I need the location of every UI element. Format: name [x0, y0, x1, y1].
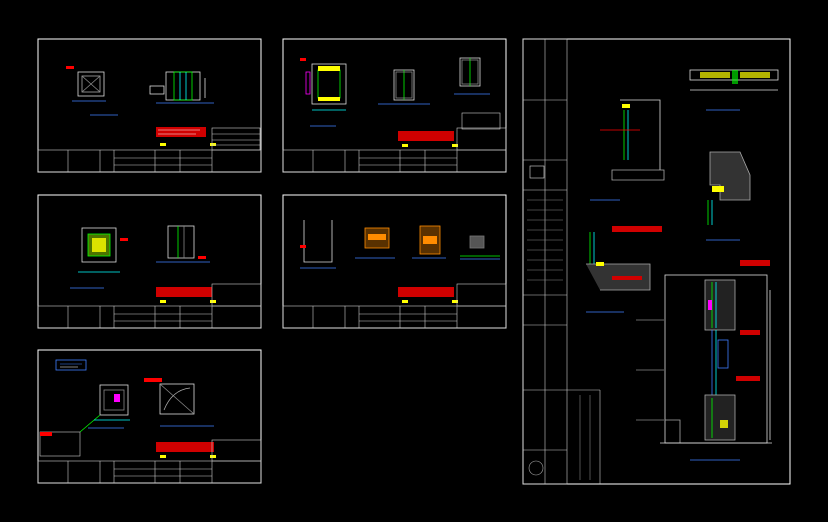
sheet-2-plan	[300, 58, 347, 127]
sheet-1-plan	[66, 66, 106, 102]
sheet-3-plan	[70, 227, 128, 289]
sheet-1-elevation	[149, 71, 214, 104]
sheet-2[interactable]	[282, 38, 507, 173]
sheet-5-plan-b	[144, 378, 214, 427]
sheet-1-title-block	[37, 149, 262, 173]
sheet-5-legend	[55, 359, 87, 371]
sheet-4[interactable]	[282, 194, 507, 329]
sheet-6-corner-detail	[706, 151, 751, 241]
sheet-3-notes	[156, 287, 216, 303]
sheet-3-elevation	[156, 225, 210, 263]
sheet-5-title-block	[37, 439, 262, 484]
sheet-4-title-block	[282, 283, 507, 329]
sheet-6[interactable]	[522, 38, 791, 485]
sheet-2-elevation-b	[454, 57, 490, 95]
sheet-5[interactable]	[37, 349, 262, 484]
sheet-1[interactable]	[37, 38, 262, 173]
sheet-6-title-column	[522, 38, 601, 485]
sheet-2-notes	[398, 112, 501, 147]
sheet-1-info-block	[211, 127, 261, 151]
sheet-5-notes	[39, 431, 216, 458]
sheet-6-wall-section	[636, 260, 772, 461]
sheet-6-slab-detail	[689, 69, 779, 111]
sheet-4-notes	[398, 287, 458, 303]
sheet-3-title-block	[37, 283, 262, 329]
sheet-2-title-block	[282, 127, 507, 173]
sheet-6-sill-detail	[590, 99, 665, 201]
sheet-5-plan	[79, 384, 130, 433]
sheet-3[interactable]	[37, 194, 262, 329]
sheet-6-base-detail	[586, 226, 662, 313]
sheet-1-notes	[90, 114, 216, 146]
sheet-4-details	[300, 220, 500, 269]
sheet-2-elevation-a	[378, 69, 430, 105]
